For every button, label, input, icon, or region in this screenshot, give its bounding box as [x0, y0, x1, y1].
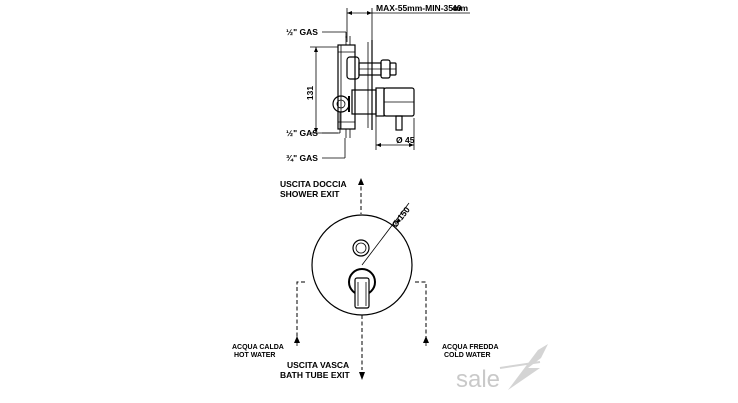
cold-water-flow: [415, 281, 429, 346]
hot-water-label-it: ACQUA CALDA: [232, 344, 284, 351]
front-view: USCITA DOCCIA SHOWER EXIT Ø 150 ACQUA: [232, 178, 499, 380]
diverter-knob: [352, 239, 370, 257]
plate-diameter-label: Ø 150: [390, 205, 412, 230]
height-dimension: 131: [305, 46, 338, 134]
height-value-label: 131: [305, 86, 315, 100]
watermark-text: sale: [456, 366, 500, 393]
diverter-cartridge: [346, 56, 397, 80]
hot-water-flow: [294, 281, 305, 346]
mixer-handle: [348, 268, 376, 309]
shower-exit-arrow: [358, 178, 364, 185]
watermark-logo-icon: [499, 344, 548, 390]
depth-value-label: 40: [452, 3, 462, 13]
bath-exit-label-it: USCITA VASCA: [287, 360, 349, 370]
mid-gas-label: ½" GAS: [286, 128, 318, 138]
mixer-assembly: Ø 45: [332, 87, 415, 150]
gas-leaders: ½" GAS ½" GAS ¾" GAS: [286, 27, 347, 163]
depth-dimension: MAX-55mm-MIN-35mm 40: [346, 3, 470, 42]
top-gas-label: ½" GAS: [286, 27, 318, 37]
valve-body: [337, 36, 373, 138]
shower-exit-label-en: SHOWER EXIT: [280, 189, 340, 199]
plate-diameter-dimension: Ø 150: [361, 202, 412, 266]
cold-water-label-en: COLD WATER: [444, 352, 491, 359]
max-min-label: MAX-55mm-MIN-35mm: [376, 3, 469, 13]
diverter-knob-inner: [355, 242, 367, 254]
watermark: sale: [456, 344, 548, 393]
side-view: MAX-55mm-MIN-35mm 40 131: [286, 3, 470, 163]
cold-water-label-it: ACQUA FREDDA: [442, 344, 499, 351]
bath-exit-arrow: [359, 372, 365, 380]
knob-diameter-label: Ø 45: [396, 135, 415, 145]
hot-water-label-en: HOT WATER: [234, 352, 275, 359]
bottom-gas-label: ¾" GAS: [286, 153, 318, 163]
shower-exit-label-it: USCITA DOCCIA: [280, 179, 347, 189]
bath-exit-label-en: BATH TUBE EXIT: [280, 370, 351, 380]
